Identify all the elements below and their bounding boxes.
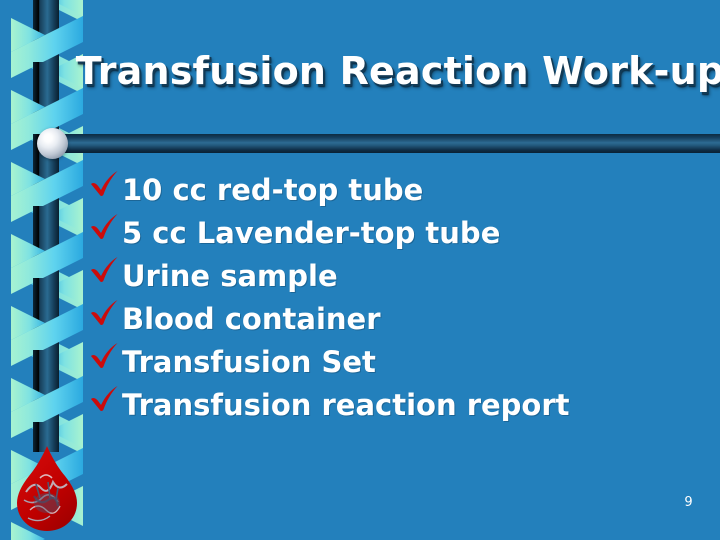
divider-bar	[52, 134, 720, 153]
glossy-sphere-icon	[37, 128, 68, 159]
check-icon	[88, 299, 122, 327]
list-item: 5 cc Lavender-top tube	[88, 213, 708, 258]
list-item-label: Urine sample	[122, 259, 338, 293]
list-item: Urine sample	[88, 256, 708, 301]
list-item-label: 10 cc red-top tube	[122, 173, 424, 207]
helix-ribbon-icon	[11, 0, 83, 540]
helix-ribbon-decoration	[0, 0, 95, 540]
list-item-label: 5 cc Lavender-top tube	[122, 216, 501, 250]
list-item: 10 cc red-top tube	[88, 170, 708, 215]
bullet-list: 10 cc red-top tube 5 cc Lavender-top tub…	[88, 170, 708, 430]
list-item: Blood container	[88, 299, 708, 344]
list-item-label: Transfusion Set	[122, 345, 376, 379]
helix-front-bands	[11, 16, 83, 510]
check-icon	[88, 170, 122, 198]
page-title: Transfusion Reaction Work-up	[75, 49, 720, 93]
list-item: Transfusion Set	[88, 342, 708, 387]
blood-drop-icon	[17, 446, 77, 531]
list-item: Transfusion reaction report	[88, 385, 708, 430]
check-icon	[88, 385, 122, 413]
list-item-label: Transfusion reaction report	[122, 388, 570, 422]
page-number: 9	[684, 495, 693, 510]
list-item-label: Blood container	[122, 302, 381, 336]
check-icon	[88, 342, 122, 370]
check-icon	[88, 256, 122, 284]
check-icon	[88, 213, 122, 241]
